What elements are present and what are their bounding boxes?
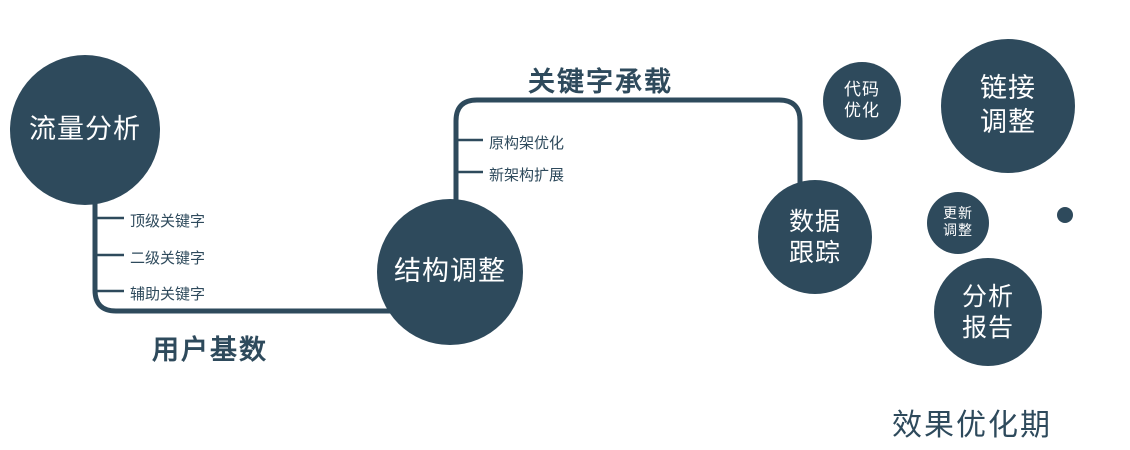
node-code-optimization-line2: 优化 (844, 101, 880, 121)
node-link-adjustment: 链接 调整 (941, 39, 1075, 173)
node-update-adjustment-line1: 更新 (943, 205, 973, 222)
branch-label-secondary-keywords: 二级关键字 (130, 249, 206, 267)
node-data-tracking-line1: 数据 (788, 206, 841, 236)
edge-label-user-base: 用户基数 (152, 335, 268, 366)
node-update-adjustment-line2: 调整 (943, 223, 973, 239)
node-analysis-report-line2: 报告 (961, 313, 1014, 342)
node-link-adjustment-line2: 调整 (980, 107, 1036, 138)
node-structure-adjust: 结构调整 (377, 199, 523, 345)
node-traffic-analysis-label: 流量分析 (29, 114, 141, 146)
edge-structure-to-tracking (453, 97, 803, 220)
node-data-tracking-line2: 跟踪 (788, 238, 841, 267)
small-dot-marker (1057, 207, 1073, 223)
node-analysis-report-line1: 分析 (961, 281, 1014, 311)
branch-label-top-keywords: 顶级关键字 (130, 212, 206, 230)
node-structure-adjust-label: 结构调整 (394, 256, 506, 288)
node-code-optimization-line1: 代码 (844, 79, 880, 100)
node-traffic-analysis: 流量分析 (10, 55, 160, 205)
branch-label-auxiliary-keywords: 辅助关键字 (130, 285, 206, 303)
node-analysis-report: 分析 报告 (934, 258, 1042, 366)
node-data-tracking: 数据 跟踪 (758, 180, 872, 294)
branch-label-original-architecture: 原构架优化 (489, 134, 565, 152)
node-link-adjustment-line1: 链接 (980, 73, 1036, 105)
edge-label-keyword-bearing: 关键字承载 (528, 67, 673, 98)
node-update-adjustment: 更新 调整 (927, 192, 989, 254)
caption-effect-optimization-period: 效果优化期 (892, 408, 1052, 443)
node-code-optimization: 代码 优化 (823, 62, 901, 140)
branch-label-new-architecture: 新架构扩展 (489, 166, 565, 184)
